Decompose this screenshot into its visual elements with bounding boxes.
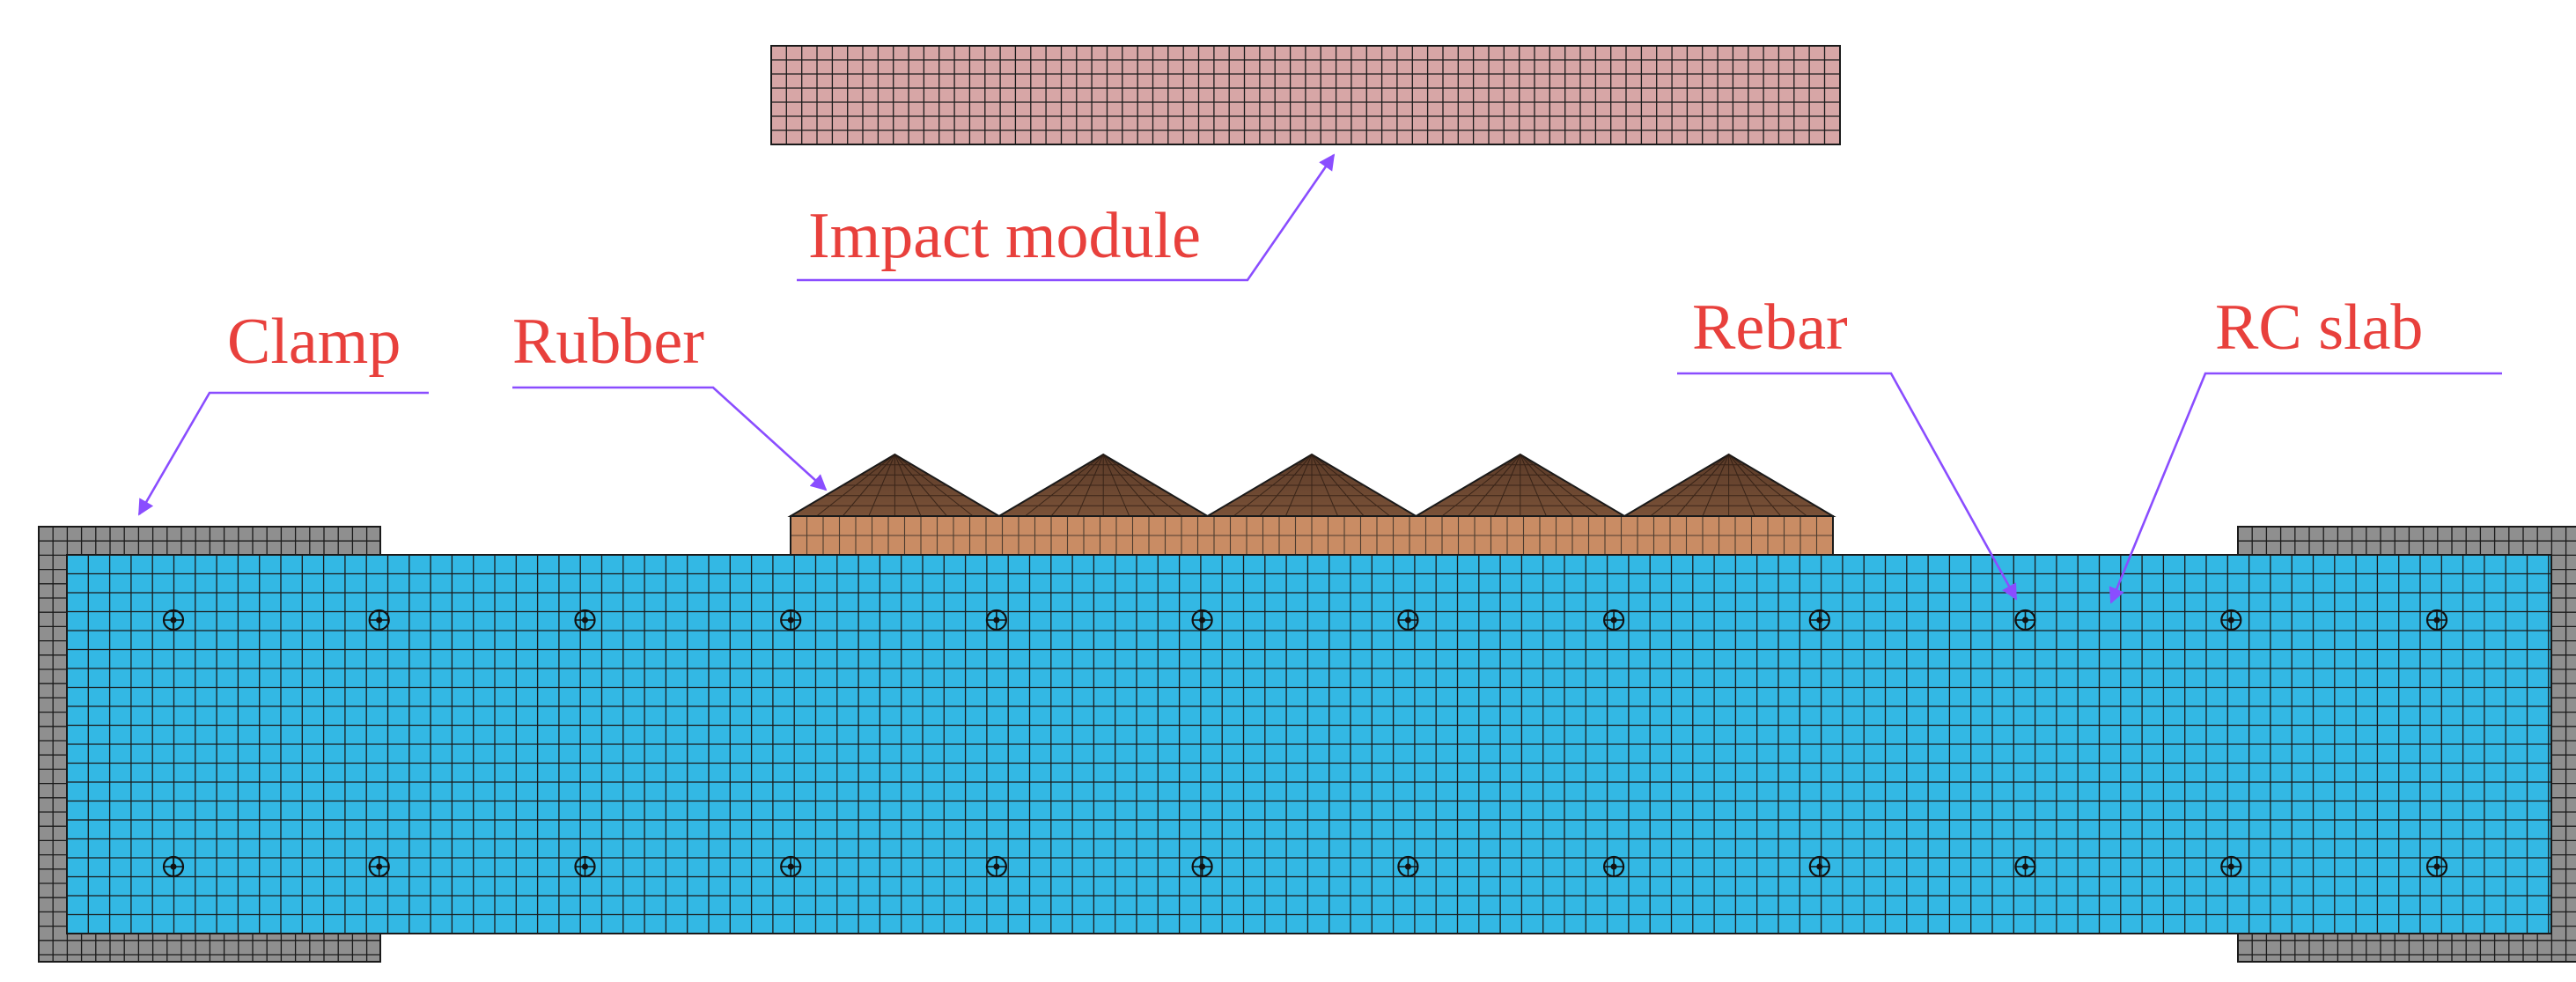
- rebar-node: [985, 855, 1008, 878]
- rebar-node: [780, 855, 802, 878]
- rc-slab-leader-line: [2109, 372, 2502, 604]
- rubber-peak: [787, 453, 1003, 517]
- rebar-node: [368, 609, 390, 631]
- rebar-node: [1397, 855, 1419, 878]
- rebar-node: [2220, 855, 2242, 878]
- rebar-node: [162, 609, 185, 631]
- rebar-node: [2014, 855, 2036, 878]
- rubber-peak: [1412, 453, 1628, 517]
- impact-module-label: Impact module: [808, 200, 1201, 272]
- rebar-node: [1602, 609, 1625, 631]
- rebar-node: [2014, 609, 2036, 631]
- rubber-peak: [1621, 453, 1836, 517]
- rebar-node: [1191, 855, 1213, 878]
- rubber-leader-line: [512, 386, 828, 491]
- rc-slab: [66, 554, 2552, 934]
- rubber: [787, 453, 1836, 556]
- rebar-node: [2425, 609, 2448, 631]
- rebar-node: [574, 855, 596, 878]
- rubber-label: Rubber: [512, 306, 704, 378]
- rebar-leader-line: [1677, 372, 2018, 601]
- rebar-node: [1808, 855, 1830, 878]
- rebar-node: [368, 855, 390, 878]
- rebar-node: [574, 609, 596, 631]
- rebar-node: [1191, 609, 1213, 631]
- clamp-label: Clamp: [227, 306, 401, 378]
- rebar-node: [2220, 609, 2242, 631]
- rc-slab-label: RC slab: [2215, 292, 2423, 364]
- rubber-peak: [1203, 453, 1420, 517]
- rebar-node: [162, 855, 185, 878]
- rebar-node: [1397, 609, 1419, 631]
- rebar-label: Rebar: [1692, 292, 1848, 364]
- rebar-node: [2425, 855, 2448, 878]
- clamp-leader-line: [137, 391, 429, 516]
- impact-leader-line: [797, 153, 1336, 282]
- rebar-node: [1808, 609, 1830, 631]
- impact-module: [770, 45, 1841, 145]
- rebar-group: [162, 609, 2448, 878]
- rubber-peak: [996, 453, 1211, 517]
- rebar-node: [1602, 855, 1625, 878]
- rebar-node: [780, 609, 802, 631]
- rebar-node: [985, 609, 1008, 631]
